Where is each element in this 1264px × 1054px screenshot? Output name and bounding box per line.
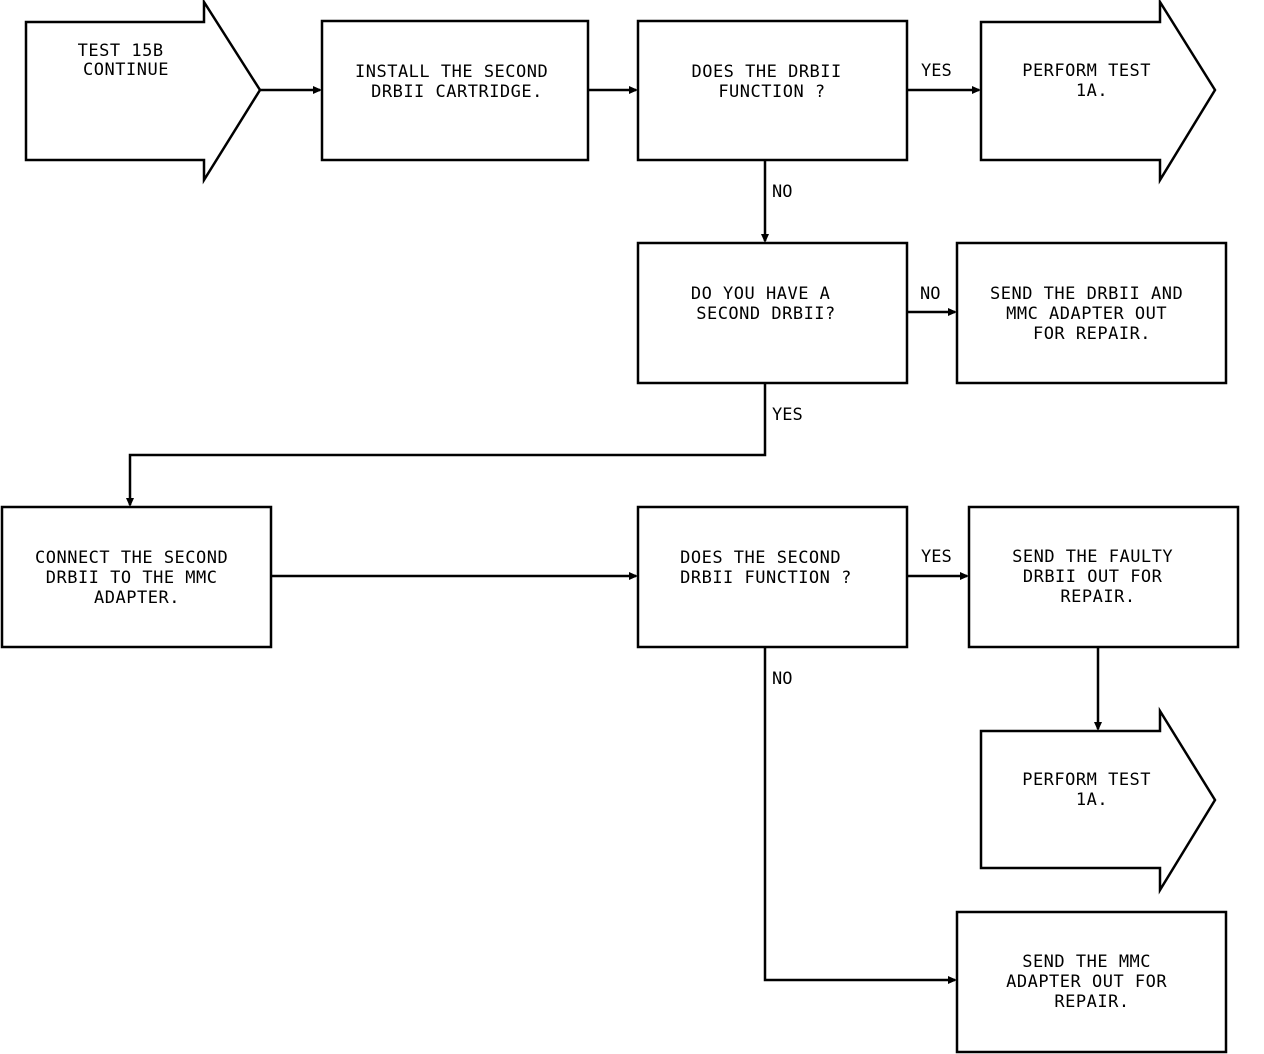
arrowhead	[960, 572, 969, 580]
have-second-label-line: SECOND DRBII?	[696, 304, 836, 324]
node-text: TEST 15B CONTINUE INSTALL THE SECOND DRB…	[35, 41, 1194, 1012]
send-mmc-label-line: REPAIR.	[1054, 992, 1129, 1012]
install-label: INSTALL THE SECOND DRBII CARTRIDGE.	[355, 62, 559, 102]
send-both-label-line: MMC ADAPTER OUT	[1006, 304, 1167, 324]
function1-decision-box	[636, 19, 909, 162]
send-both-label-line: SEND THE DRBII AND	[990, 284, 1183, 304]
arrowhead	[1094, 722, 1102, 731]
perform1-arrow-shape	[979, 0, 1217, 185]
send-mmc-label-line: ADAPTER OUT FOR	[1006, 972, 1167, 992]
have-second-no-label: NO	[920, 284, 940, 304]
perform2-arrow-shape	[979, 706, 1217, 895]
function1-label: DOES THE DRBII FUNCTION ?	[691, 62, 852, 102]
arrowhead	[126, 498, 134, 507]
perform1-label-line: PERFORM TEST	[1022, 61, 1151, 81]
arrowhead	[948, 976, 957, 984]
function2-no-label: NO	[772, 669, 792, 689]
function1-no-label: NO	[772, 182, 792, 202]
function2-label-line: DOES THE SECOND	[680, 548, 841, 568]
start-arrow-shape	[24, 0, 262, 185]
perform2-label: PERFORM TEST 1A.	[1022, 770, 1162, 810]
connect-label-line: DRBII TO THE MMC	[46, 568, 218, 588]
arrowhead	[629, 86, 638, 94]
edge-function2-no	[763, 647, 955, 982]
send-faulty-label: SEND THE FAULTY DRBII OUT FOR REPAIR.	[1012, 547, 1184, 607]
send-faulty-label-line: SEND THE FAULTY	[1012, 547, 1173, 567]
edge-have-second-yes	[128, 383, 767, 505]
connectors	[126, 86, 1102, 984]
install-label-line: DRBII CARTRIDGE.	[371, 82, 543, 102]
have-second-label: DO YOU HAVE A SECOND DRBII?	[691, 284, 841, 324]
have-second-decision-box	[636, 241, 909, 385]
function2-label: DOES THE SECOND DRBII FUNCTION ?	[680, 548, 852, 588]
arrowhead	[313, 86, 322, 94]
have-second-yes-label: YES	[772, 405, 803, 425]
function2-label-line: DRBII FUNCTION ?	[680, 568, 852, 588]
send-both-label-line: FOR REPAIR.	[1033, 324, 1151, 344]
connect-label-line: ADAPTER.	[94, 588, 180, 608]
start-label-line: TEST 15B	[78, 41, 164, 61]
send-both-box	[955, 241, 1228, 385]
edge-labels: YES NO NO YES YES NO	[772, 61, 952, 689]
connect-label: CONNECT THE SECOND DRBII TO THE MMC ADAP…	[35, 548, 239, 608]
function1-label-line: FUNCTION ?	[718, 82, 825, 102]
send-faulty-label-line: REPAIR.	[1060, 587, 1135, 607]
arrowhead	[948, 308, 957, 316]
start-label: TEST 15B CONTINUE	[78, 41, 175, 80]
connect-box	[0, 505, 273, 649]
send-both-label: SEND THE DRBII AND MMC ADAPTER OUT FOR R…	[990, 284, 1194, 344]
send-faulty-label-line: DRBII OUT FOR	[1023, 567, 1163, 587]
install-label-line: INSTALL THE SECOND	[355, 62, 548, 82]
send-mmc-box	[955, 910, 1228, 1054]
perform1-label: PERFORM TEST 1A.	[1022, 61, 1162, 101]
function2-yes-label: YES	[921, 547, 952, 567]
send-faulty-box	[967, 505, 1240, 649]
perform2-label-line: 1A.	[1076, 790, 1108, 810]
function1-yes-label: YES	[921, 61, 952, 81]
function2-decision-box	[636, 505, 909, 649]
connect-label-line: CONNECT THE SECOND	[35, 548, 228, 568]
arrowhead	[761, 234, 769, 243]
perform2-label-line: PERFORM TEST	[1022, 770, 1151, 790]
send-mmc-label-line: SEND THE MMC	[1022, 952, 1151, 972]
have-second-label-line: DO YOU HAVE A	[691, 284, 831, 304]
arrowhead	[629, 572, 638, 580]
start-label-line: CONTINUE	[83, 60, 169, 80]
install-box	[320, 19, 590, 162]
send-mmc-label: SEND THE MMC ADAPTER OUT FOR REPAIR.	[1006, 952, 1178, 1012]
perform1-label-line: 1A.	[1076, 81, 1108, 101]
arrowhead	[972, 86, 981, 94]
function1-label-line: DOES THE DRBII	[691, 62, 841, 82]
